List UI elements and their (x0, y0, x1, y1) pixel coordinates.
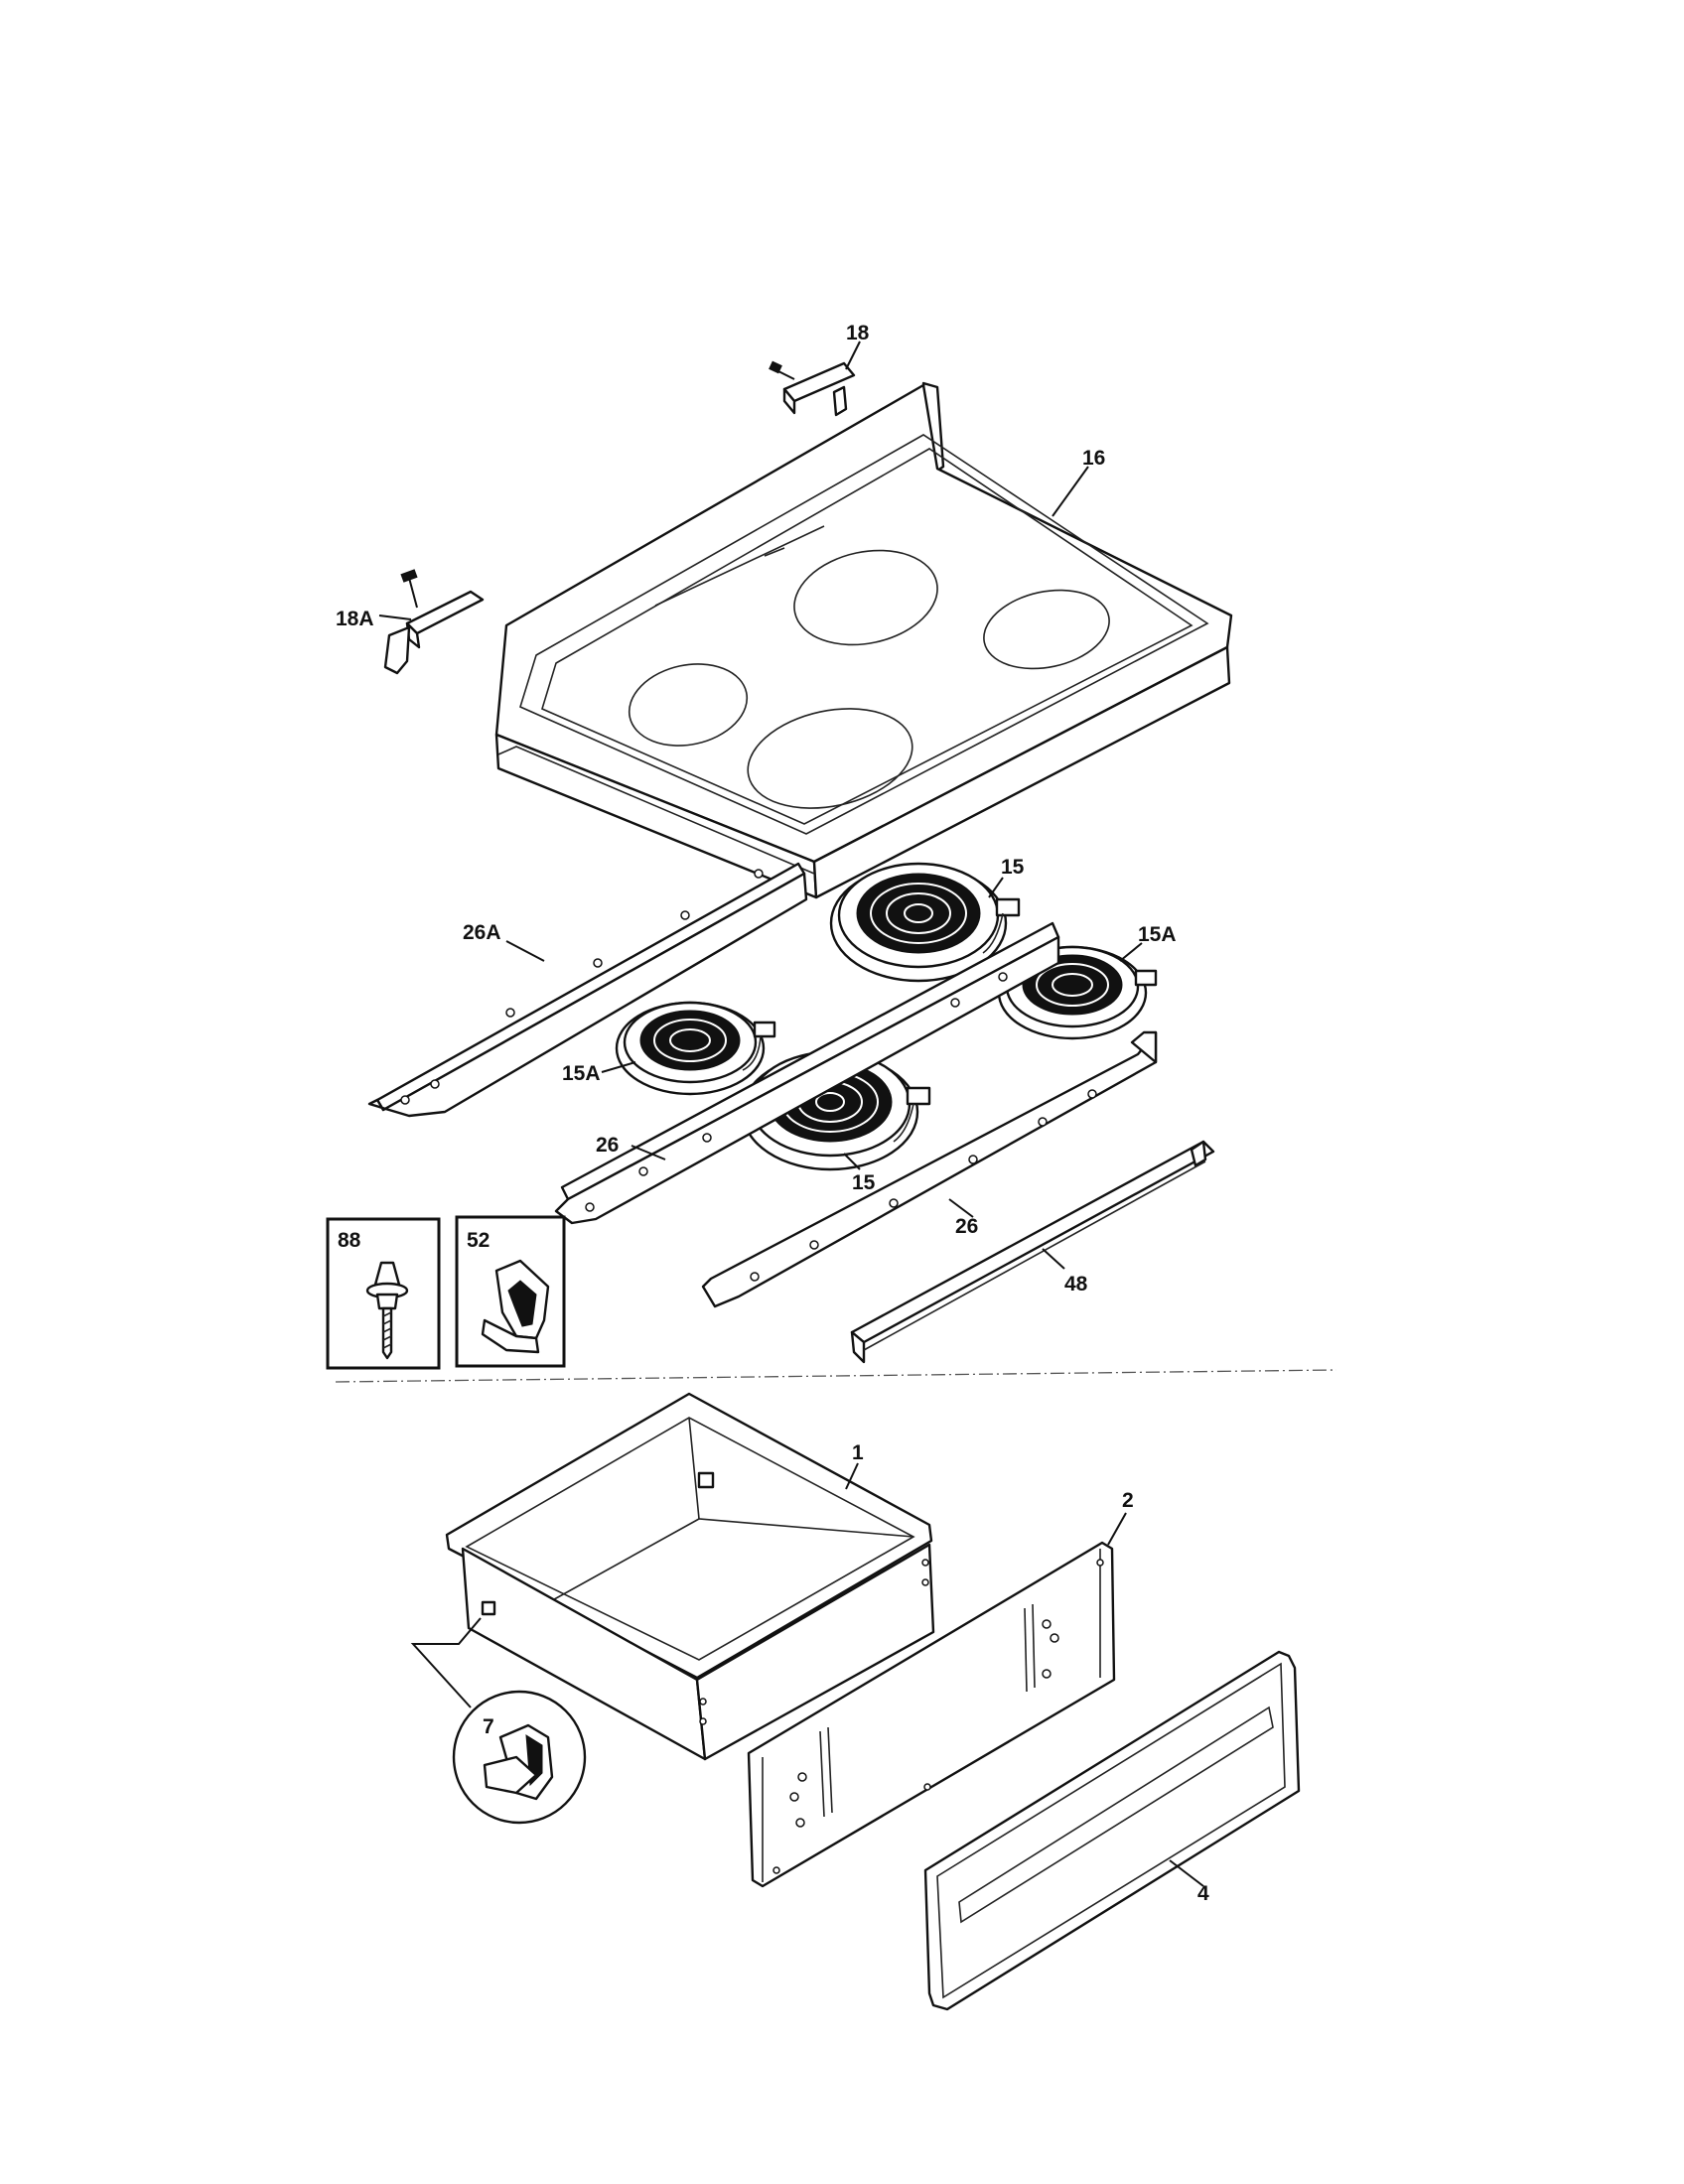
label-88: 88 (338, 1229, 361, 1252)
leader-26a (505, 940, 545, 962)
part-88-bolt-icon (365, 1261, 409, 1360)
part-15a-element-left (615, 1001, 776, 1096)
leader-16 (1052, 466, 1089, 517)
label-7: 7 (483, 1715, 494, 1738)
part-48-strip (850, 1140, 1215, 1364)
leader-4 (1169, 1859, 1204, 1887)
label-18a: 18A (336, 608, 374, 630)
part-18-bracket (769, 360, 856, 417)
label-26-left: 26 (596, 1134, 619, 1157)
leader-26-right (948, 1198, 974, 1218)
label-26-right: 26 (955, 1215, 978, 1238)
label-52: 52 (467, 1229, 490, 1252)
part-16-cooktop (494, 381, 1233, 899)
label-4: 4 (1197, 1882, 1209, 1905)
label-15a-right: 15A (1138, 923, 1177, 946)
leader-15-bottom (843, 1153, 861, 1170)
leader-26-left (631, 1145, 666, 1160)
label-16: 16 (1082, 447, 1105, 470)
label-1: 1 (852, 1441, 864, 1464)
leader-2 (1107, 1512, 1127, 1546)
label-15a-left: 15A (562, 1062, 601, 1085)
part-26a-rail (367, 862, 808, 1118)
callout-7-line (410, 1617, 482, 1708)
label-48: 48 (1064, 1273, 1088, 1296)
leader-18a (378, 614, 412, 620)
leader-1 (845, 1462, 859, 1490)
label-18: 18 (846, 322, 870, 344)
part-52-clip-icon (481, 1259, 550, 1354)
label-26a: 26A (463, 921, 501, 944)
section-divider (335, 1369, 1337, 1383)
leader-48 (1042, 1248, 1065, 1270)
part-7-glide-icon (483, 1723, 554, 1801)
part-26-rail-left (554, 921, 1060, 1225)
part-4-drawer-front (923, 1650, 1301, 2011)
part-26-rail-right (701, 1030, 1158, 1308)
part-1-drawer (445, 1392, 935, 1761)
label-2: 2 (1122, 1489, 1134, 1512)
leader-18 (845, 341, 861, 370)
part-18a-bracket (383, 569, 485, 675)
part-2-front-panel (747, 1541, 1116, 1888)
part-15-element-top (829, 862, 1021, 983)
label-15-top: 15 (1001, 856, 1025, 879)
label-15-bottom: 15 (852, 1171, 876, 1194)
leader-15-top (988, 877, 1004, 898)
leader-15a-right (1119, 942, 1143, 962)
leader-15a-left (601, 1061, 636, 1073)
